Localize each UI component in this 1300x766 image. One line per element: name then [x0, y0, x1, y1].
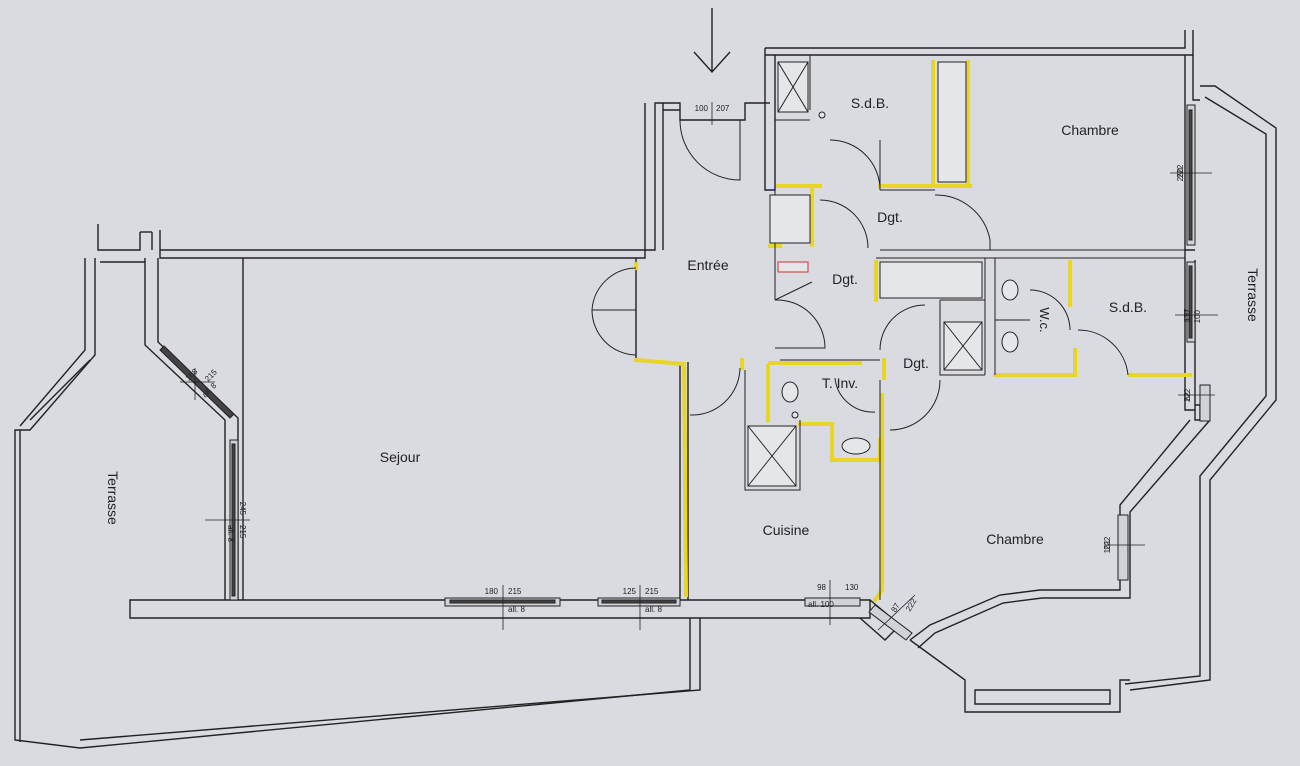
dim-cuisine-h: 130 [845, 583, 859, 592]
dim-cuisine-all: all. 100 [808, 600, 834, 609]
wardrobe-top [937, 61, 967, 183]
basin-icon [1001, 331, 1019, 353]
label-sdb-top: S.d.B. [851, 95, 889, 111]
dim-bay1-h: 215 [508, 587, 522, 596]
dim-sdb-right-w: 130 [1183, 309, 1192, 323]
dim-right-small-w: 62 [1183, 391, 1192, 400]
shower-top [777, 61, 809, 113]
room-labels: S.d.B. Chambre Dgt. Entrée Dgt. S.d.B. W… [105, 95, 1261, 547]
dimension-labels: 100 207 250 222 130 100 177 62 222 168 2… [180, 102, 1218, 631]
dim-bay2-w: 125 [623, 587, 637, 596]
dim-right-small-h: 222 [1183, 388, 1192, 402]
dim-chambre-bottom-w: 101 [1103, 539, 1112, 553]
label-dgt-lower: Dgt. [903, 355, 929, 371]
dim-chambre-bottom-h: 222 [1103, 536, 1112, 550]
dim-corner-h: 222 [904, 596, 919, 613]
label-wc: W.c. [1037, 307, 1052, 332]
shower-cuisine [747, 425, 797, 487]
dim-entry-width: 100 [695, 104, 709, 113]
fixtures [747, 61, 1019, 487]
dim-cuisine-w: 98 [817, 583, 826, 592]
dim-bay2-all: all. 8 [645, 605, 662, 614]
label-sejour: Sejour [380, 449, 421, 465]
dim-chambre-top-h: 222 [1176, 164, 1185, 178]
interior-walls [744, 55, 1185, 600]
label-terrasse-right: Terrasse [1245, 268, 1261, 322]
dim-entry-height: 207 [716, 104, 730, 113]
shower-center [943, 321, 983, 371]
label-sdb-right: S.d.B. [1109, 299, 1147, 315]
dim-bay1-w: 180 [485, 587, 499, 596]
dim-side-w: 245 [238, 502, 247, 516]
dim-side-all: all. 8 [226, 525, 235, 542]
dim-bay2-h: 215 [645, 587, 659, 596]
dim-sdb-right-all: 100 [1193, 309, 1202, 323]
label-t-inv: T. Inv. [822, 375, 858, 391]
dim-corner-w: 87 [889, 601, 902, 614]
label-chambre-bottom: Chambre [986, 531, 1044, 547]
drain-icon [818, 111, 826, 119]
dim-sdb-right-h: 177 [1183, 308, 1192, 322]
doors [591, 119, 1129, 431]
dim-chambre-top-w: 250 [1176, 167, 1185, 181]
label-dgt-upper: Dgt. [877, 209, 903, 225]
label-cuisine: Cuisine [763, 522, 810, 538]
toilet-tinv-icon [781, 381, 799, 403]
new-partitions [633, 60, 1192, 603]
label-chambre-top: Chambre [1061, 122, 1119, 138]
toilet-icon [1001, 279, 1019, 301]
entry-arrow [693, 8, 731, 74]
label-dgt-center: Dgt. [832, 271, 858, 287]
closet-left [769, 194, 811, 244]
dim-side-h: 215 [238, 525, 247, 539]
dim-bay1-all: all. 8 [508, 605, 525, 614]
wardrobe-center [879, 261, 983, 299]
label-entree: Entrée [687, 257, 728, 273]
sink-icon [841, 437, 871, 455]
label-terrasse-left: Terrasse [105, 471, 121, 525]
